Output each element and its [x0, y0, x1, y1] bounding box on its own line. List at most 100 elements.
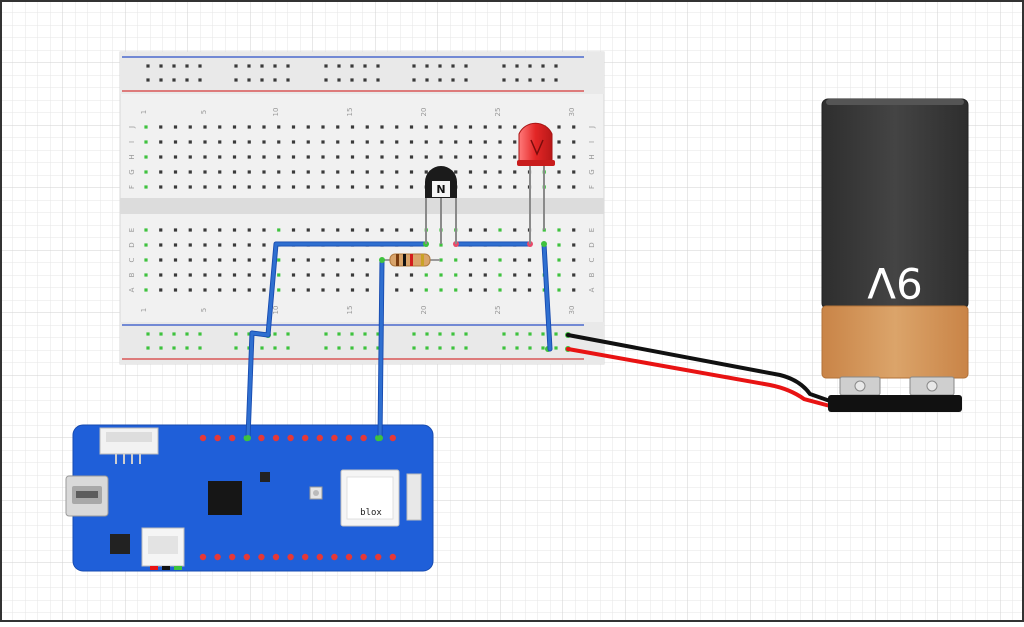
breadboard-hole — [203, 140, 207, 144]
breadboard-hole — [277, 140, 281, 144]
row-label-left-e: E — [128, 228, 136, 232]
col-label-bottom-10: 10 — [272, 306, 280, 315]
power-rail-hole — [146, 332, 150, 336]
breadboard-hole — [409, 228, 414, 232]
wire-black[interactable] — [566, 333, 832, 403]
npn-transistor[interactable]: N — [425, 166, 457, 244]
wire-board-to-transistor[interactable] — [246, 242, 428, 440]
battery-wires[interactable] — [565, 332, 832, 408]
breadboard-hole — [336, 170, 340, 174]
main-chip — [208, 481, 242, 515]
breadboard-hole — [232, 155, 237, 159]
power-rail-hole — [438, 346, 442, 350]
breadboard-hole — [557, 155, 561, 159]
breadboard-hole — [336, 273, 340, 277]
red-led[interactable] — [517, 122, 555, 244]
breadboard-hole — [572, 125, 576, 129]
breadboard-hole — [483, 273, 487, 277]
col-label-top-10: 10 — [272, 108, 280, 117]
wire-led-to-rail[interactable] — [542, 242, 552, 351]
breadboard-hole — [247, 185, 251, 189]
bottom-power-rail — [120, 322, 604, 364]
breadboard-hole — [291, 125, 296, 129]
breadboard-hole — [365, 273, 369, 277]
power-rail-hole — [438, 64, 442, 68]
breadboard-hole — [350, 170, 355, 174]
breadboard-hole — [336, 258, 340, 262]
breadboard-hole — [498, 125, 502, 129]
breadboard-hole — [513, 155, 517, 159]
breadboard-hole — [173, 140, 178, 144]
power-rail-hole — [451, 346, 455, 350]
breadboard-hole — [291, 140, 296, 144]
breadboard-hole — [483, 155, 487, 159]
blue-wires[interactable] — [245, 241, 553, 441]
battery-9v[interactable]: 9V — [821, 98, 969, 412]
breadboard-hole — [557, 125, 561, 129]
breadboard-hole — [557, 185, 561, 189]
header-pin — [214, 434, 221, 442]
breadboard-hole — [218, 185, 222, 189]
breadboard-hole — [350, 258, 355, 262]
breadboard-hole — [203, 125, 207, 129]
breadboard-hole — [144, 273, 148, 277]
breadboard-hole — [144, 125, 148, 129]
power-rail-hole — [198, 64, 202, 68]
breadboard-hole — [173, 125, 178, 129]
header-pin — [258, 434, 265, 442]
header-pin — [331, 553, 338, 561]
wire-board-to-resistor[interactable] — [378, 258, 384, 440]
power-rail-hole — [554, 64, 558, 68]
breadboard-hole — [439, 155, 443, 159]
col-label-bottom-1: 1 — [140, 308, 148, 312]
breadboard-hole — [144, 243, 148, 247]
breadboard-hole — [218, 243, 222, 247]
breadboard-hole — [513, 185, 517, 189]
breadboard-hole — [232, 185, 237, 189]
breadboard-hole — [572, 258, 576, 262]
breadboard-hole — [306, 228, 310, 232]
breadboard-hole — [291, 185, 296, 189]
breadboard-hole — [203, 170, 207, 174]
power-rail-hole — [502, 78, 506, 82]
header-pin — [229, 434, 236, 442]
row-label-right-d: D — [588, 242, 596, 247]
breadboard-hole — [203, 185, 207, 189]
breadboard-hole — [468, 228, 473, 232]
breadboard-hole — [173, 155, 178, 159]
row-label-right-c: C — [588, 257, 596, 262]
breadboard[interactable]: 1 5 10 15 20 25 30 1 5 10 15 20 25 30 J … — [119, 51, 605, 365]
power-rail-hole — [412, 78, 416, 82]
resistor[interactable] — [379, 253, 440, 267]
power-rail-hole — [515, 64, 519, 68]
breadboard-hole — [336, 288, 340, 292]
power-rail-hole — [464, 332, 468, 336]
breadboard-hole — [306, 140, 310, 144]
breadboard-hole — [247, 288, 251, 292]
power-rail-hole — [464, 64, 468, 68]
breadboard-hole — [424, 155, 428, 159]
wire-red[interactable] — [566, 347, 832, 408]
power-rail-hole — [273, 346, 277, 350]
breadboard-hole — [468, 288, 473, 292]
breadboard-hole — [380, 125, 384, 129]
breadboard-hole — [247, 273, 251, 277]
breadboard-hole — [218, 125, 222, 129]
breadboard-hole — [291, 273, 296, 277]
header-pin — [287, 434, 294, 442]
power-rail-hole — [172, 64, 176, 68]
endpoint — [245, 435, 251, 441]
breadboard-hole — [454, 258, 458, 262]
power-rail-hole — [554, 332, 558, 336]
power-rail-hole — [528, 64, 532, 68]
breadboard-hole — [159, 185, 163, 189]
power-rail-hole — [172, 78, 176, 82]
microcontroller-board[interactable]: blox — [65, 424, 434, 572]
power-rail-hole — [350, 332, 354, 336]
breadboard-hole — [572, 228, 576, 232]
breadboard-hole — [144, 228, 148, 232]
power-rail-hole — [363, 64, 367, 68]
breadboard-hole — [439, 288, 443, 292]
power-rail-hole — [324, 78, 328, 82]
power-rail-hole — [337, 346, 341, 350]
